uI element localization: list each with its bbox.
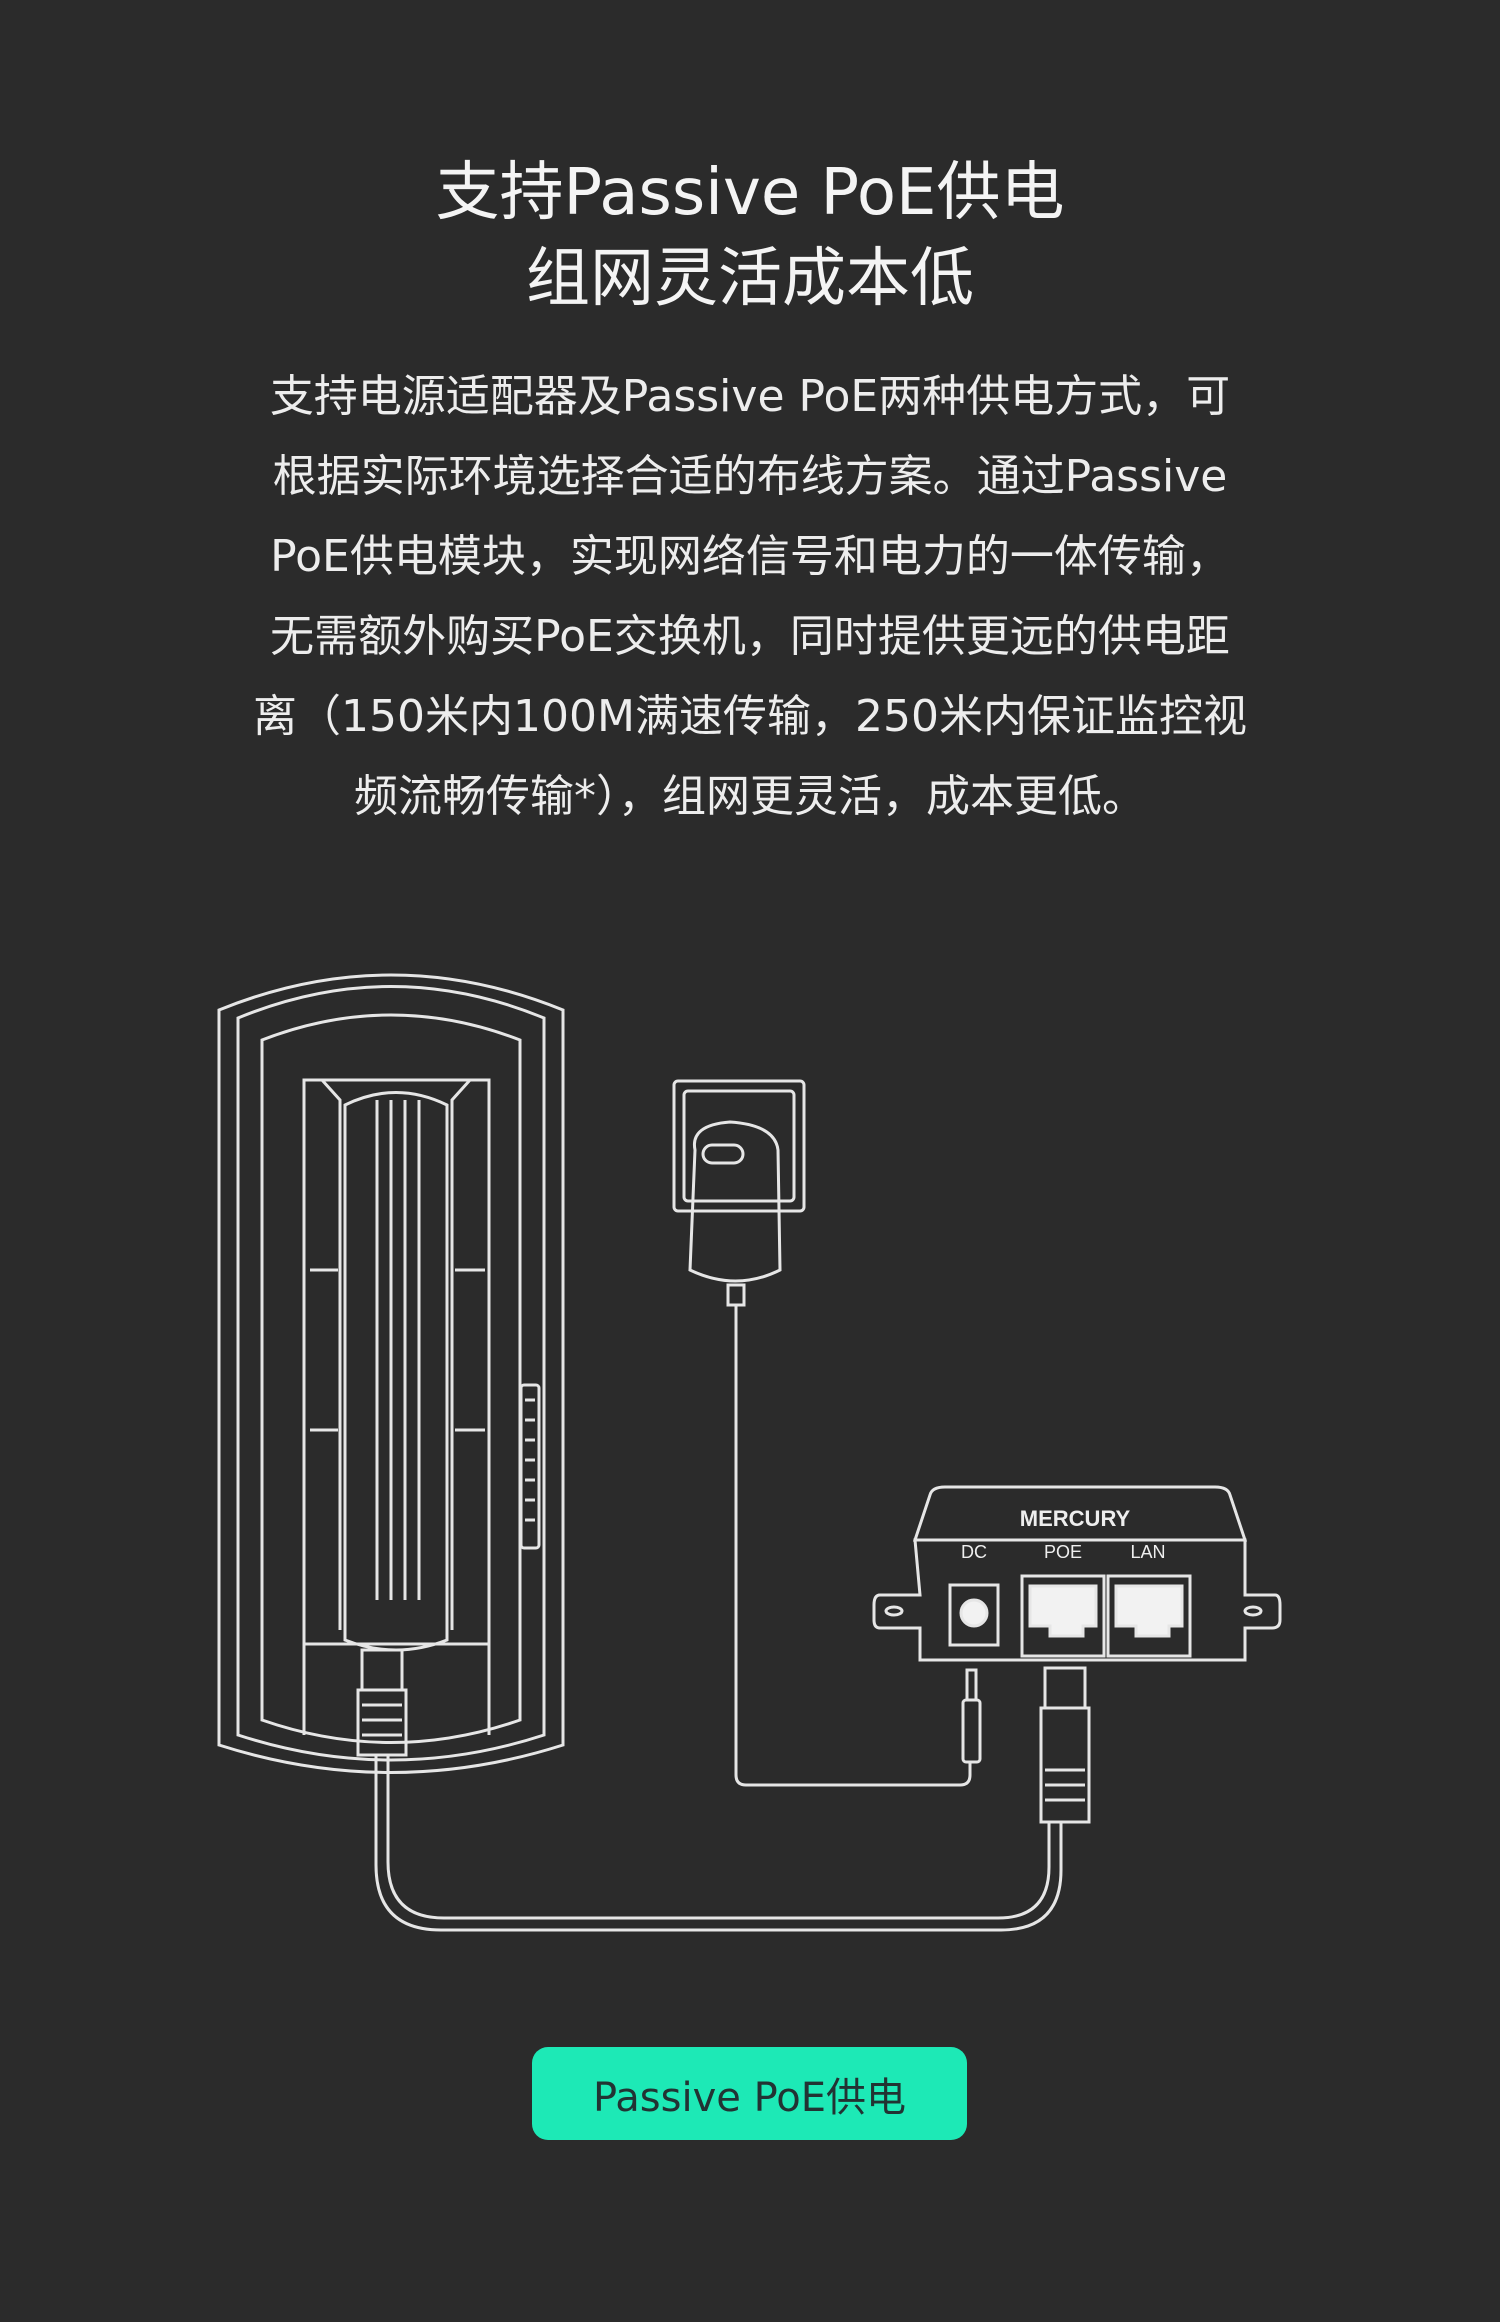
title-line-2: 组网灵活成本低 [526,242,974,316]
dc-port-label: DC [961,1542,987,1562]
title-line-1: 支持Passive PoE供电 [435,156,1065,230]
description: 支持电源适配器及Passive PoE两种供电方式，可 根据实际环境选择合适的布… [214,357,1286,837]
description-line: 根据实际环境选择合适的布线方案。通过Passive [272,451,1228,502]
brand-logo: MERCURY [1020,1506,1131,1531]
access-point-illustration [217,973,565,1774]
ethernet-cable [374,1755,1063,1932]
description-line: 支持电源适配器及Passive PoE两种供电方式，可 [269,371,1231,422]
description-line: PoE供电模块，实现网络信号和电力的一体传输， [270,531,1230,582]
description-line: 无需额外购买PoE交换机，同时提供更远的供电距 [270,611,1230,662]
lan-port-label: LAN [1130,1542,1165,1562]
passive-poe-button[interactable]: Passive PoE供电 [532,2047,967,2140]
poe-port-label: POE [1044,1542,1082,1562]
dc-plug [961,1668,982,1764]
poe-injector-illustration: MERCURY DC POE LAN [872,1485,1282,1662]
ap-ethernet-plug [356,1648,408,1757]
injector-ethernet-plug [1039,1666,1091,1824]
description-line: 频流畅传输*），组网更灵活，成本更低。 [354,771,1146,822]
dc-power-cable [734,1305,972,1787]
power-adapter-illustration [672,1079,806,1307]
description-line: 离（150米内100M满速传输，250米内保证监控视 [253,691,1247,742]
page-title: 支持Passive PoE供电 组网灵活成本低 [0,150,1500,322]
